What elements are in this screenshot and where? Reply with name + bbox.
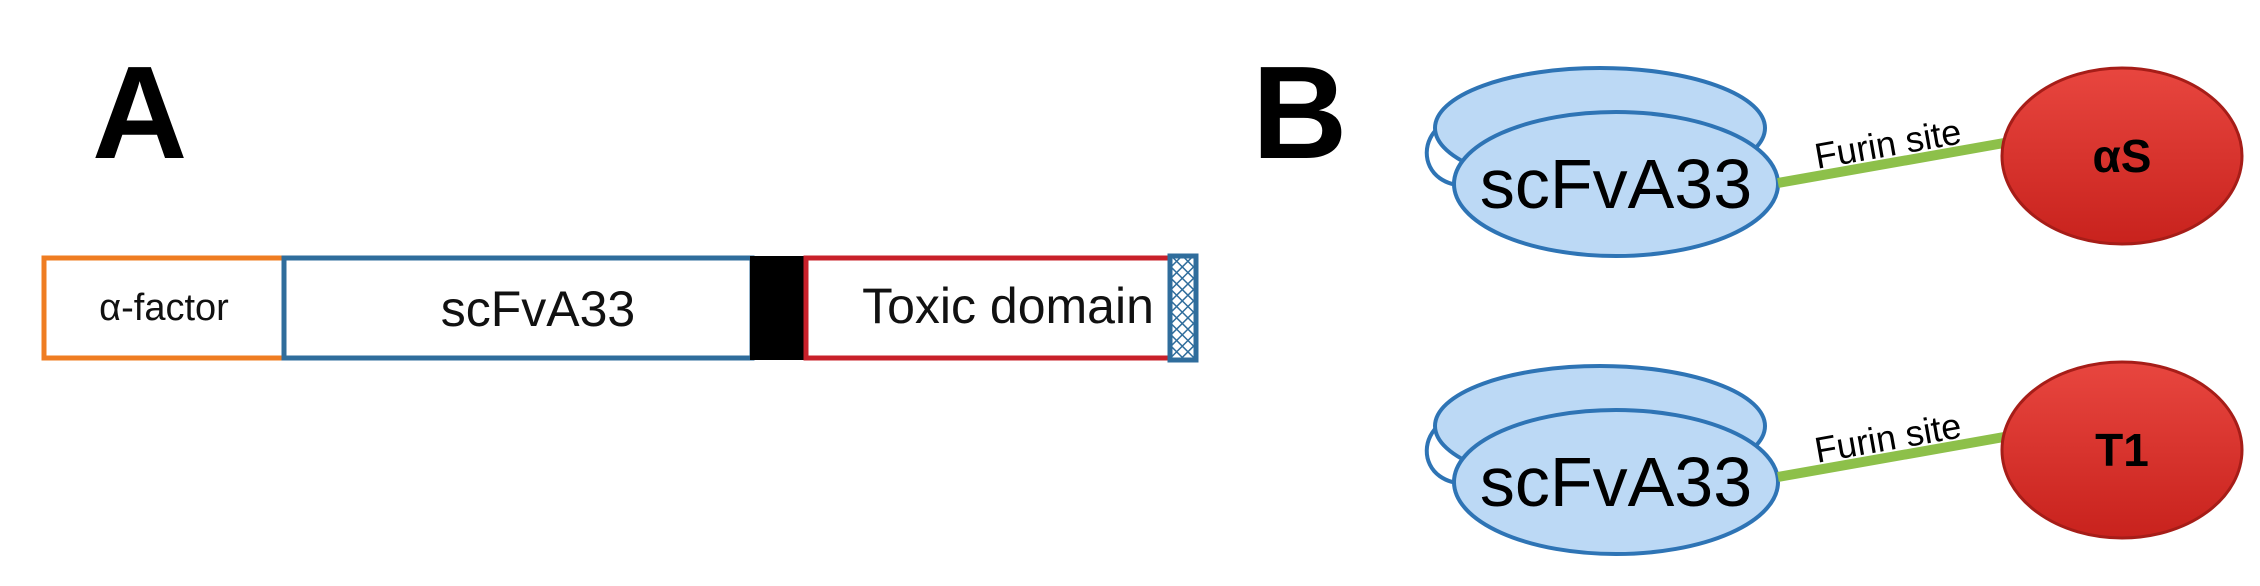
- scfv-segment: [281, 255, 755, 361]
- toxic-domain-segment: [803, 255, 1173, 361]
- panel-b: B scFvA33 Furin site αS scFvA33 Furin si…: [1252, 39, 2244, 556]
- alpha-factor-segment: [41, 255, 287, 361]
- antibody-front-lobe-1: [1452, 110, 1780, 258]
- panel-b-letter: B: [1252, 39, 1347, 186]
- domain-label-2: T1: [2095, 424, 2149, 476]
- furin-linker-2: [1777, 432, 2005, 482]
- fusion-construct-1: scFvA33 Furin site αS: [1424, 66, 2244, 258]
- scfv-label: scFvA33: [441, 281, 636, 337]
- tag-segment: [1167, 253, 1199, 363]
- domain-blob-2: [2000, 360, 2244, 540]
- domain-label-1: αS: [2093, 130, 2152, 182]
- furin-linker-1: [1777, 138, 2005, 188]
- antibody-front-lobe-2: [1452, 408, 1780, 556]
- domain-blob-1: [2000, 66, 2244, 246]
- linker-block: [750, 256, 806, 360]
- antibody-label-1: scFvA33: [1480, 145, 1752, 223]
- construct-bar: α-factor scFvA33 Toxic domain: [41, 253, 1199, 363]
- panel-a-letter: A: [92, 39, 187, 186]
- panel-a: A α-factor scFvA33 Toxic domain: [41, 39, 1199, 363]
- toxic-domain-label: Toxic domain: [862, 278, 1154, 334]
- alpha-factor-label: α-factor: [99, 287, 229, 329]
- antibody-label-2: scFvA33: [1480, 443, 1752, 521]
- fusion-construct-2: scFvA33 Furin site T1: [1424, 360, 2244, 556]
